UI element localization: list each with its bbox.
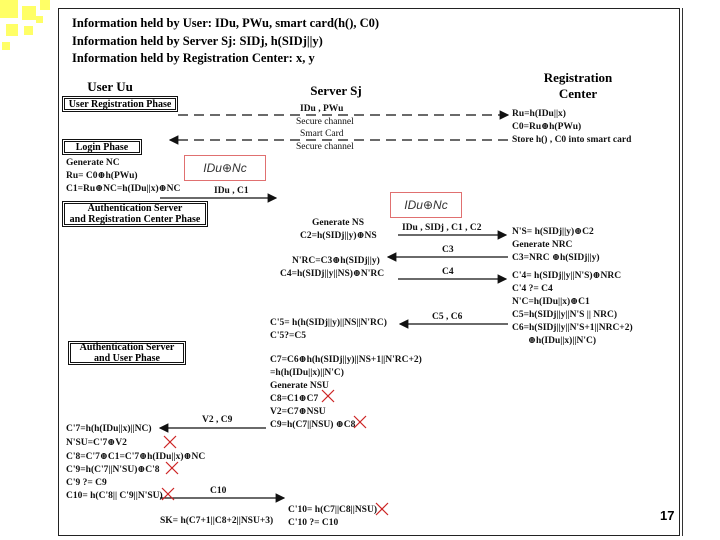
srv-rc-rc8: C6=h(SIDj||y||N'S+1||NRC+2) <box>512 323 633 333</box>
srv-rc-s3: N'RC=C3⊕h(SIDj||y) <box>292 256 380 266</box>
reg-msg-secure-channel-1: Secure channel <box>296 117 354 127</box>
srv-user-s6: C9=h(C7||NSU) ⊕C8 <box>270 420 356 430</box>
auth-server-user-line2: and User Phase <box>94 353 160 364</box>
rc-reg-1: Ru=h(IDu||x) <box>512 109 566 119</box>
login-1: Generate NC <box>66 158 120 168</box>
srv-user-s8: C'10 ?= C10 <box>288 518 339 528</box>
login-msg: IDu , C1 <box>214 186 249 196</box>
srv-user-s3: Generate NSU <box>270 381 329 391</box>
decor-square-3 <box>40 0 50 10</box>
auth-server-rc-phase-box: Authentication Server and Registration C… <box>62 201 208 227</box>
page-number: 17 <box>660 508 675 523</box>
srv-user-u6: C10= h(C'8|| C'9||N'SU) <box>66 491 163 501</box>
srv-rc-s6: C'5?=C5 <box>270 331 307 341</box>
srv-rc-rc2: Generate NRC <box>512 240 573 250</box>
header-user-info: Information held by User: IDu, PWu, smar… <box>72 16 380 30</box>
rc-reg-3: Store h() , C0 into smart card <box>512 135 632 145</box>
slide-right-rule <box>682 8 683 536</box>
srv-user-u3: C'8=C'7⊕C1=C'7⊕h(IDu||x)⊕NC <box>66 452 206 462</box>
auth-server-user-phase-box: Authentication Server and User Phase <box>68 341 186 365</box>
reg-msg-smart-card: Smart Card <box>300 129 344 139</box>
actor-rc-line1: Registration <box>543 70 613 85</box>
srv-user-s4: C8=C1⊕C7 <box>270 394 319 404</box>
actor-rc-line2: Center <box>558 86 598 101</box>
srv-user-msg2: C10 <box>210 486 227 496</box>
actor-server: Server Sj <box>310 83 362 98</box>
srv-rc-msg4: C5 , C6 <box>432 312 463 322</box>
decor-square-2 <box>22 6 36 20</box>
srv-user-msg1: V2 , C9 <box>202 415 233 425</box>
srv-rc-msg1: IDu , SIDj , C1 , C2 <box>402 223 482 233</box>
reg-msg-id-pw: IDu , PWu <box>300 104 344 114</box>
srv-user-u5: C'9 ?= C9 <box>66 478 107 488</box>
srv-rc-msg3: C4 <box>442 267 454 277</box>
srv-user-u1: C'7=h(h(IDu||x)||NC) <box>66 424 152 434</box>
srv-rc-rc9: ⊕h(IDu||x)||N'C) <box>528 336 597 346</box>
highlight-idu-nc-2: IDu⊕Nc <box>390 192 462 218</box>
decor-square-7 <box>36 16 43 23</box>
cross-mark-2 <box>353 415 367 429</box>
srv-rc-rc4: C'4= h(SIDj||y||N'S)⊕NRC <box>512 271 622 281</box>
decor-square-6 <box>2 42 10 50</box>
decor-square-5 <box>24 26 33 35</box>
header-rc-info: Information held by Registration Center:… <box>72 51 315 65</box>
srv-user-s7: C'10= h(C7||C8||NSU) <box>288 505 377 515</box>
decor-square-4 <box>6 24 18 36</box>
auth-server-rc-line2: and Registration Center Phase <box>69 214 201 225</box>
cross-mark-4 <box>165 461 179 475</box>
decor-square-1 <box>0 0 18 18</box>
auth-server-user-line1: Authentication Server <box>79 342 175 353</box>
login-3: C1=Ru⊕NC=h(IDu||x)⊕NC <box>66 184 181 194</box>
rc-reg-2: C0=Ru⊕h(PWu) <box>512 122 582 132</box>
srv-rc-s5: C'5= h(h(SIDj||y)||NS||N'RC) <box>270 318 387 328</box>
srv-rc-rc5: C'4 ?= C4 <box>512 284 553 294</box>
srv-user-s1: C7=C6⊕h(h(SIDj||y)||NS+1||N'RC+2) <box>270 355 422 365</box>
srv-rc-rc1: N'S= h(SIDj||y)⊕C2 <box>512 227 594 237</box>
login-2: Ru= C0⊕h(PWu) <box>66 171 138 181</box>
slide-frame <box>58 8 680 536</box>
srv-rc-s1: Generate NS <box>312 218 364 228</box>
actor-user: User Uu <box>87 79 133 94</box>
header-server-info: Information held by Server Sj: SIDj, h(S… <box>72 34 323 48</box>
cross-mark-5 <box>161 487 175 501</box>
srv-user-s5: V2=C7⊕NSU <box>270 407 326 417</box>
srv-rc-s4: C4=h(SIDj||y||NS)⊕N'RC <box>280 269 385 279</box>
srv-user-u7: SK= h(C7+1||C8+2||NSU+3) <box>160 516 274 526</box>
auth-server-rc-line1: Authentication Server <box>87 203 183 214</box>
cross-mark-6 <box>375 502 389 516</box>
srv-rc-msg2: C3 <box>442 245 454 255</box>
srv-rc-s2: C2=h(SIDj||y)⊕NS <box>300 231 377 241</box>
reg-msg-secure-channel-2: Secure channel <box>296 142 354 152</box>
srv-rc-rc3: C3=NRC ⊕h(SIDj||y) <box>512 253 600 263</box>
highlight-idu-nc-1: IDu⊕Nc <box>184 155 266 181</box>
srv-user-u4: C'9=h(C'7||N'SU)⊕C'8 <box>66 465 160 475</box>
srv-user-s2: =h(h(IDu||x)||N'C) <box>270 368 344 378</box>
srv-rc-rc6: N'C=h(IDu||x)⊕C1 <box>512 297 590 307</box>
srv-rc-rc7: C5=h(SIDj||y||N'S || NRC) <box>512 310 618 320</box>
srv-user-u2: N'SU=C'7⊕V2 <box>66 438 127 448</box>
cross-mark-3 <box>163 435 177 449</box>
login-phase-box: Login Phase <box>62 139 142 155</box>
cross-mark-1 <box>321 389 335 403</box>
user-registration-phase-box: User Registration Phase <box>62 96 178 112</box>
